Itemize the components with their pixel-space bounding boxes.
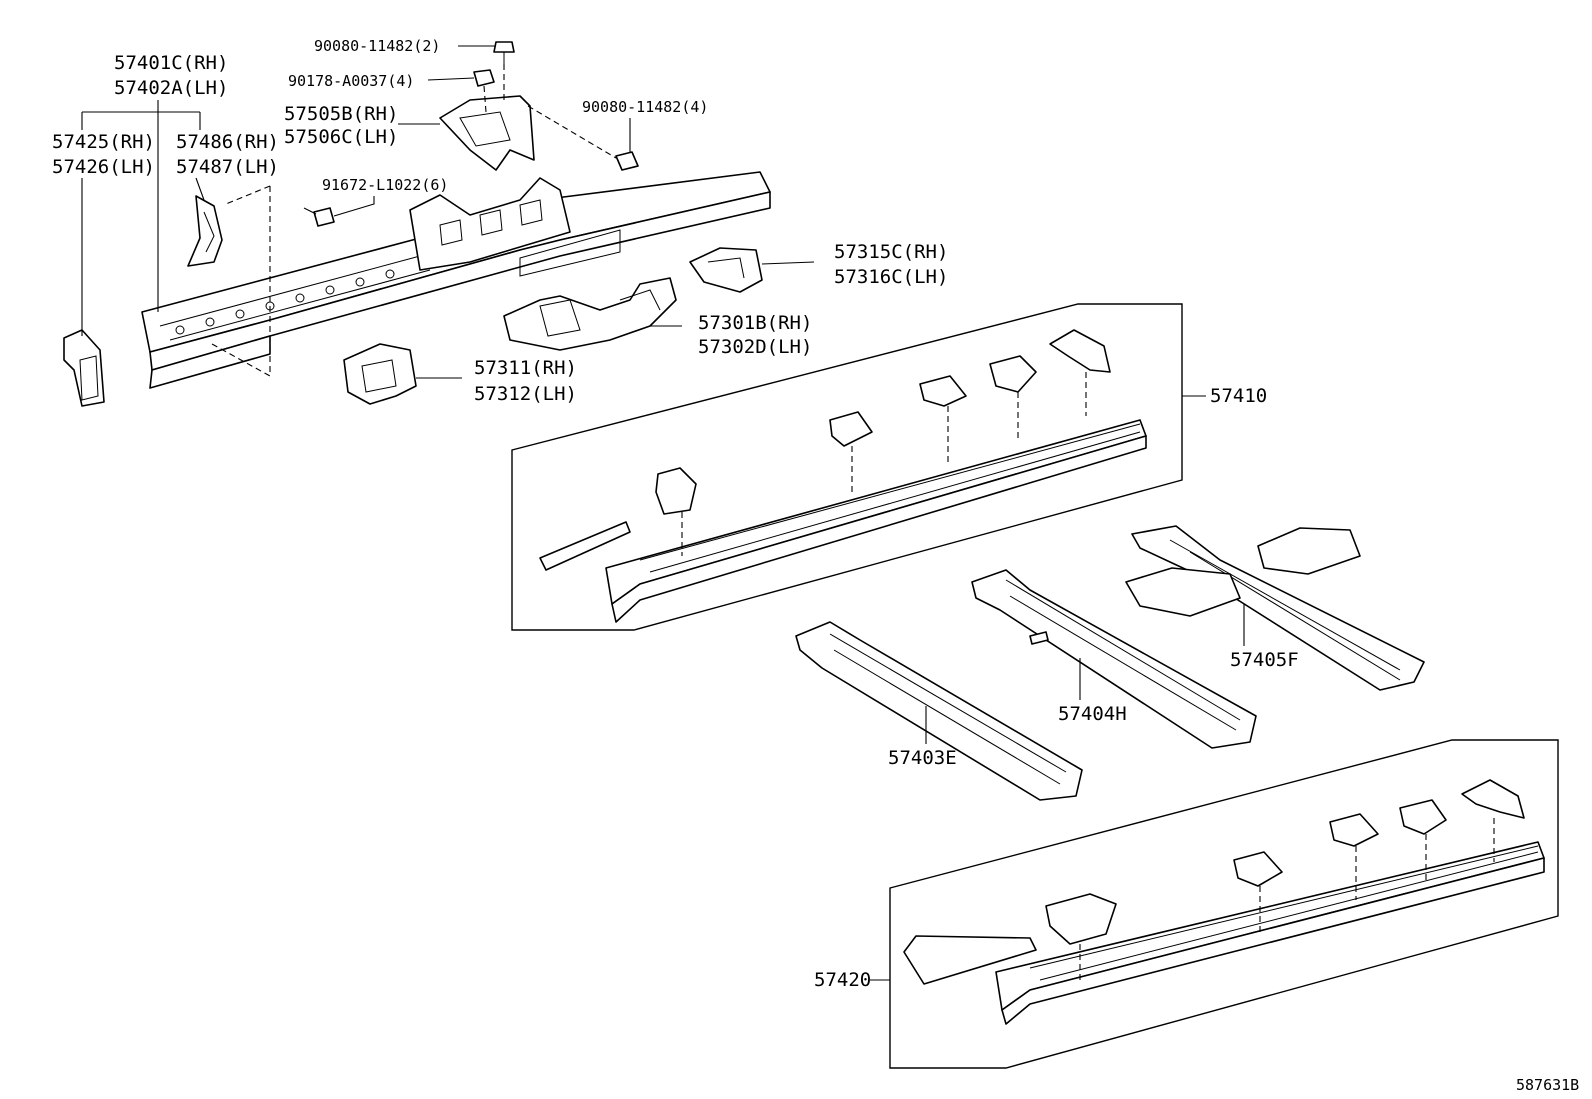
label-57302D: 57302D(LH)	[698, 336, 812, 358]
part-57405F[interactable]	[1125, 525, 1425, 691]
bolt-91672-icon[interactable]	[303, 207, 335, 227]
diagram-reference: 587631B	[1516, 1076, 1579, 1094]
box-57420	[870, 739, 1559, 1069]
label-57403E: 57403E	[888, 747, 957, 769]
dashed-connections-57410	[681, 372, 1087, 556]
label-57404H: 57404H	[1058, 703, 1127, 725]
label-57487: 57487(LH)	[176, 156, 279, 178]
bracket-57315[interactable]	[689, 247, 763, 293]
part-57404H[interactable]	[971, 569, 1257, 749]
dashed-connections-top-left	[211, 64, 617, 377]
label-57311: 57311(RH)	[474, 357, 577, 379]
bracket-57505[interactable]	[439, 95, 535, 171]
nut-90178-icon[interactable]	[473, 69, 495, 87]
label-57486: 57486(RH)	[176, 131, 279, 153]
label-57315C: 57315C(RH)	[834, 241, 948, 263]
label-57405F: 57405F	[1230, 649, 1299, 671]
bracket-57425[interactable]	[63, 329, 105, 407]
label-57312: 57312(LH)	[474, 383, 577, 405]
bracket-57311[interactable]	[343, 343, 417, 405]
label-57420: 57420	[814, 969, 871, 991]
rocker-57410[interactable]	[539, 329, 1147, 623]
label-91672: 91672-L1022(6)	[322, 176, 448, 194]
label-57410: 57410	[1210, 385, 1267, 407]
label-57506C: 57506C(LH)	[284, 126, 398, 148]
label-57505B: 57505B(RH)	[284, 103, 398, 125]
reinforcement-57486[interactable]	[187, 195, 223, 267]
bolt-90080-b-icon[interactable]	[615, 151, 639, 171]
leaders-top-left	[81, 45, 815, 379]
part-57403E[interactable]	[795, 621, 1083, 801]
label-57425: 57425(RH)	[52, 131, 155, 153]
bracket-57301[interactable]	[503, 277, 677, 351]
dashed-connections-57420	[1079, 818, 1495, 980]
label-57426: 57426(LH)	[52, 156, 155, 178]
label-57316C: 57316C(LH)	[834, 266, 948, 288]
label-90178: 90178-A0037(4)	[288, 72, 414, 90]
label-57401C: 57401C(RH)	[114, 52, 228, 74]
label-90080-a: 90080-11482(2)	[314, 37, 440, 55]
bolt-90080-a-icon[interactable]	[493, 41, 515, 64]
label-57402A: 57402A(LH)	[114, 77, 228, 99]
rocker-57420[interactable]	[903, 779, 1545, 1025]
label-90080-b: 90080-11482(4)	[582, 98, 708, 116]
label-57301B: 57301B(RH)	[698, 312, 812, 334]
rocker-panel-57401[interactable]	[141, 171, 771, 389]
box-57410	[511, 303, 1206, 631]
